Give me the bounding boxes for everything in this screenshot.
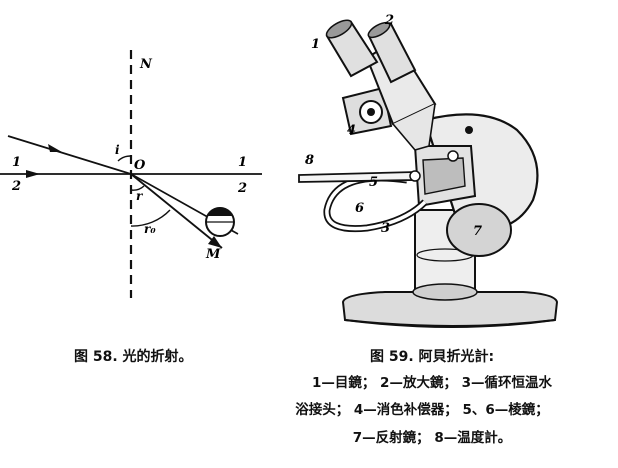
incident-ray	[7, 135, 132, 175]
label-r0: r₀	[144, 222, 156, 236]
label-5: 5	[369, 175, 378, 190]
figure-59-legend-line-3: 7—反射鏡； 8—温度計。	[352, 430, 512, 446]
label-O: O	[134, 158, 146, 173]
figure-58-refraction-diagram: N O i r r₀ M 1 2 1 2	[0, 50, 262, 298]
angle-r0-arc	[130, 209, 171, 227]
label-3: 3	[381, 221, 390, 236]
figure-58-caption: 图 58. 光的折射。	[74, 349, 193, 365]
incident-ray-arrow	[48, 144, 62, 152]
label-2: 2	[384, 13, 394, 28]
figure-59-legend-line-1: 1—目鏡； 2—放大鏡； 3—循环恒温水	[311, 375, 553, 391]
label-2-right: 2	[237, 181, 247, 196]
reflecting-mirror	[446, 203, 512, 257]
label-2-left: 2	[11, 179, 21, 194]
label-7: 7	[473, 224, 482, 239]
figure-59-legend-line-2: 浴接头； 4—消色补偿器； 5、6—棱鏡；	[295, 402, 549, 418]
angle-i-arc	[117, 155, 132, 162]
refracted-ray-arrow	[208, 236, 222, 248]
label-r: r	[136, 189, 144, 203]
figure-59-abbe-refractometer-drawing: 1 2 3 4 5 6 7 8	[298, 13, 559, 328]
label-6: 6	[355, 201, 364, 216]
refracted-ray-critical	[130, 173, 223, 249]
label-1: 1	[311, 37, 320, 52]
angle-r-arc	[130, 185, 145, 191]
label-8: 8	[305, 153, 314, 168]
figure-59-caption: 图 59. 阿貝折光計:	[370, 349, 495, 365]
label-1-right: 1	[238, 155, 247, 170]
label-i: i	[115, 143, 120, 157]
eyepiece-shading	[207, 207, 233, 216]
label-1-left: 1	[12, 155, 21, 170]
label-N: N	[139, 57, 153, 72]
label-M: M	[205, 247, 221, 262]
label-4: 4	[347, 123, 356, 138]
thermometer	[298, 171, 416, 183]
interface-arrow	[26, 170, 40, 178]
